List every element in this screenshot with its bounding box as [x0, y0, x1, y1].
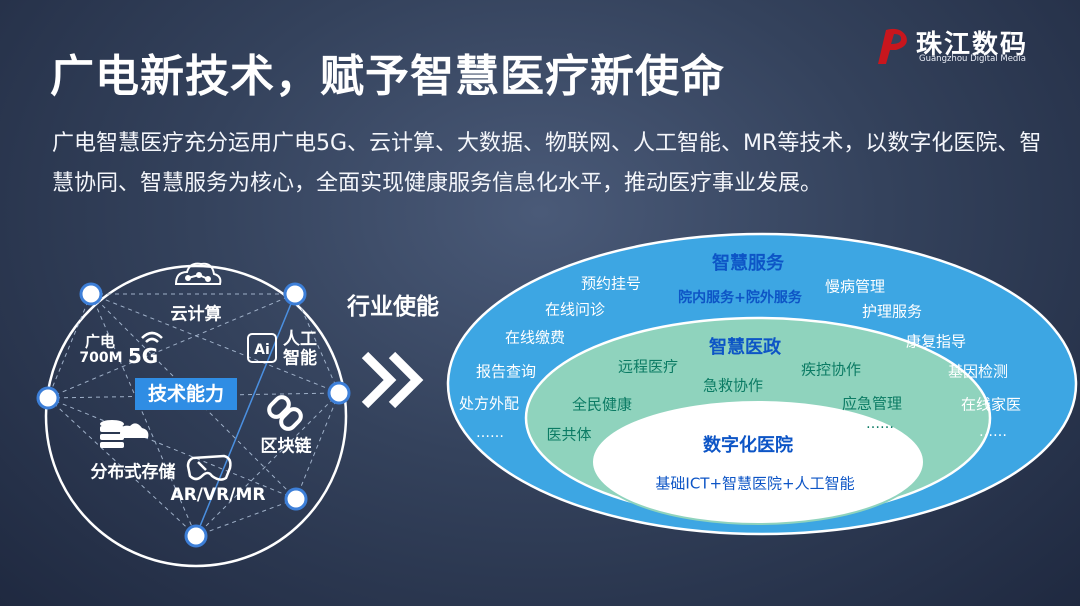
- service-item: 预约挂号: [580, 274, 642, 293]
- admin-item: 全民健康: [571, 395, 633, 414]
- service-item: 报告查询: [475, 362, 537, 381]
- tech-label-ai-2: 智能: [283, 348, 317, 369]
- tech-label-storage: 分布式存储: [90, 462, 176, 483]
- service-item: 康复指导: [905, 332, 967, 351]
- tech-node: [79, 282, 103, 306]
- tech-label-ai-1: 人工: [283, 329, 317, 350]
- industry-enable-label: 行业使能: [347, 294, 439, 320]
- inner-ellipse: [591, 399, 925, 525]
- service-item: 处方外配: [458, 394, 520, 413]
- smart-admin-title: 智慧医政: [709, 337, 781, 358]
- smart-service-title: 智慧服务: [712, 253, 784, 274]
- tech-nodes: [36, 282, 351, 548]
- admin-item: 医共体: [546, 425, 592, 444]
- ai-chip-text: Ai: [254, 342, 270, 358]
- service-item: 在线家医: [960, 395, 1022, 414]
- service-item: ……: [979, 424, 1007, 440]
- logo-name: 珠江数码: [916, 30, 1029, 60]
- digital-hospital-title: 数字化医院: [703, 435, 793, 456]
- admin-item: 急救协作: [702, 376, 764, 395]
- tech-label-700m: 700M: [79, 350, 123, 366]
- company-logo: 珠江数码 Guangzhou Digital Media: [872, 22, 1062, 72]
- chain-link-icon: [267, 395, 303, 431]
- tech-node: [283, 282, 307, 306]
- admin-item: 应急管理: [841, 394, 903, 413]
- service-item: 护理服务: [861, 302, 923, 321]
- tech-node: [36, 386, 60, 410]
- tech-blue-line: [195, 293, 296, 537]
- ai-chip-icon: [247, 333, 277, 363]
- tech-label-broadcast: 广电: [84, 332, 116, 351]
- chevron-arrow-icon: [361, 351, 424, 409]
- tech-node: [327, 381, 351, 405]
- service-item: 在线问诊: [544, 300, 606, 319]
- service-item: 在线缴费: [504, 328, 566, 347]
- vr-headset-icon: [186, 454, 232, 481]
- cloud-network-icon: [174, 262, 222, 285]
- admin-item: 疾控协作: [800, 360, 862, 379]
- tech-circle: [44, 264, 348, 568]
- tech-label-5g: 5G: [127, 344, 159, 368]
- slide-title: 广电新技术，赋予智慧医疗新使命: [50, 51, 725, 102]
- digital-hospital-subtitle: 基础ICT+智慧医院+人工智能: [655, 474, 855, 493]
- admin-item: 远程医疗: [617, 357, 679, 376]
- pj-logo-icon: [878, 28, 907, 64]
- tech-node: [184, 524, 208, 548]
- database-cloud-icon: [100, 420, 149, 448]
- tech-label-arvrmr: AR/VR/MR: [170, 485, 266, 505]
- logo-subtitle: Guangzhou Digital Media: [919, 54, 1026, 64]
- service-item: 慢病管理: [824, 277, 886, 296]
- tech-node: [284, 487, 308, 511]
- smart-service-subtitle: 院内服务+院外服务: [678, 290, 802, 306]
- tech-label-blockchain: 区块链: [260, 436, 312, 457]
- tech-capability-badge: 技术能力: [135, 378, 237, 410]
- tech-label-cloud: 云计算: [170, 304, 222, 325]
- service-item: ……: [476, 425, 504, 441]
- service-item: 基因检测: [947, 362, 1009, 381]
- intro-paragraph: 广电智慧医疗充分运用广电5G、云计算、大数据、物联网、人工智能、MR等技术，以数…: [52, 131, 1042, 196]
- admin-item: ……: [866, 416, 894, 432]
- signal-icon: [141, 331, 163, 343]
